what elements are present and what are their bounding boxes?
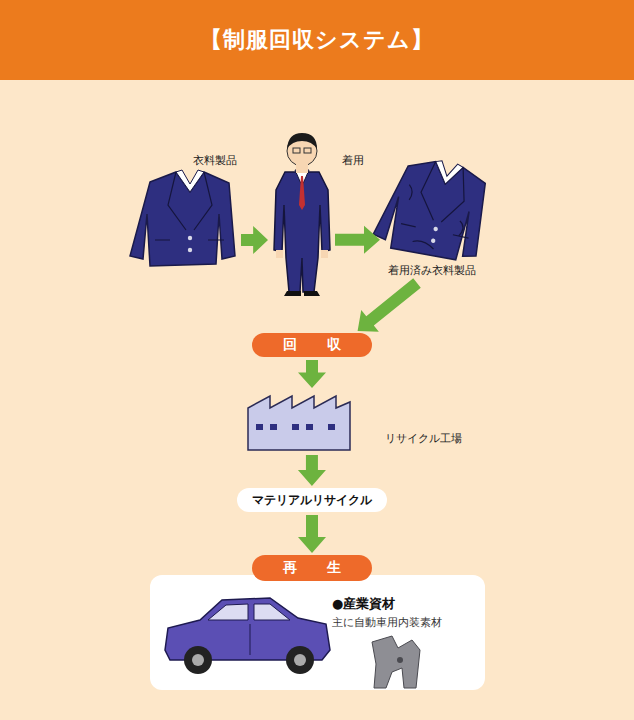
process-step: マテリアルリサイクル (237, 488, 387, 512)
node-label: 着用 (342, 154, 364, 167)
node-label: 衣料製品 (193, 154, 237, 167)
result-panel: ●産業資材主に自動車用内装素材 (150, 575, 485, 690)
collection-step: 回収 (252, 333, 372, 357)
title-text: 【制服回収システム】 (200, 25, 434, 55)
flow-arrow (241, 226, 268, 254)
used-product-illustration-node: 着用済み衣料製品 (382, 160, 482, 280)
node-label: 再生 (283, 559, 373, 577)
node-label: 着用済み衣料製品 (388, 264, 476, 277)
panel-body: 主に自動車用内装素材 (332, 615, 442, 630)
node-label: マテリアルリサイクル (252, 492, 372, 509)
jacket-illustration (130, 170, 235, 266)
wearer-illustration-node: 着用 (270, 125, 332, 297)
car-illustration (165, 598, 330, 674)
flow-arrow (298, 360, 326, 388)
flow-arrow (335, 226, 380, 254)
flow-arrow (298, 455, 326, 486)
panel-heading: ●産業資材 (332, 595, 395, 613)
factory-illustration (248, 396, 350, 450)
title-bar: 【制服回収システム】 (0, 0, 634, 80)
result-panel-ground (150, 575, 485, 690)
node-label: リサイクル工場 (385, 432, 462, 445)
used-jacket-illustration (371, 150, 494, 266)
interior-part-illustration (372, 636, 420, 688)
flow-arrow (358, 278, 421, 332)
flow-arrow (298, 515, 326, 553)
product-illustration-node: 衣料製品 (128, 150, 238, 270)
regeneration-step: 再生 (252, 555, 372, 581)
person-illustration (274, 133, 330, 296)
recycling-plant-node: リサイクル工場 (245, 390, 475, 452)
node-label: 回収 (283, 336, 373, 354)
